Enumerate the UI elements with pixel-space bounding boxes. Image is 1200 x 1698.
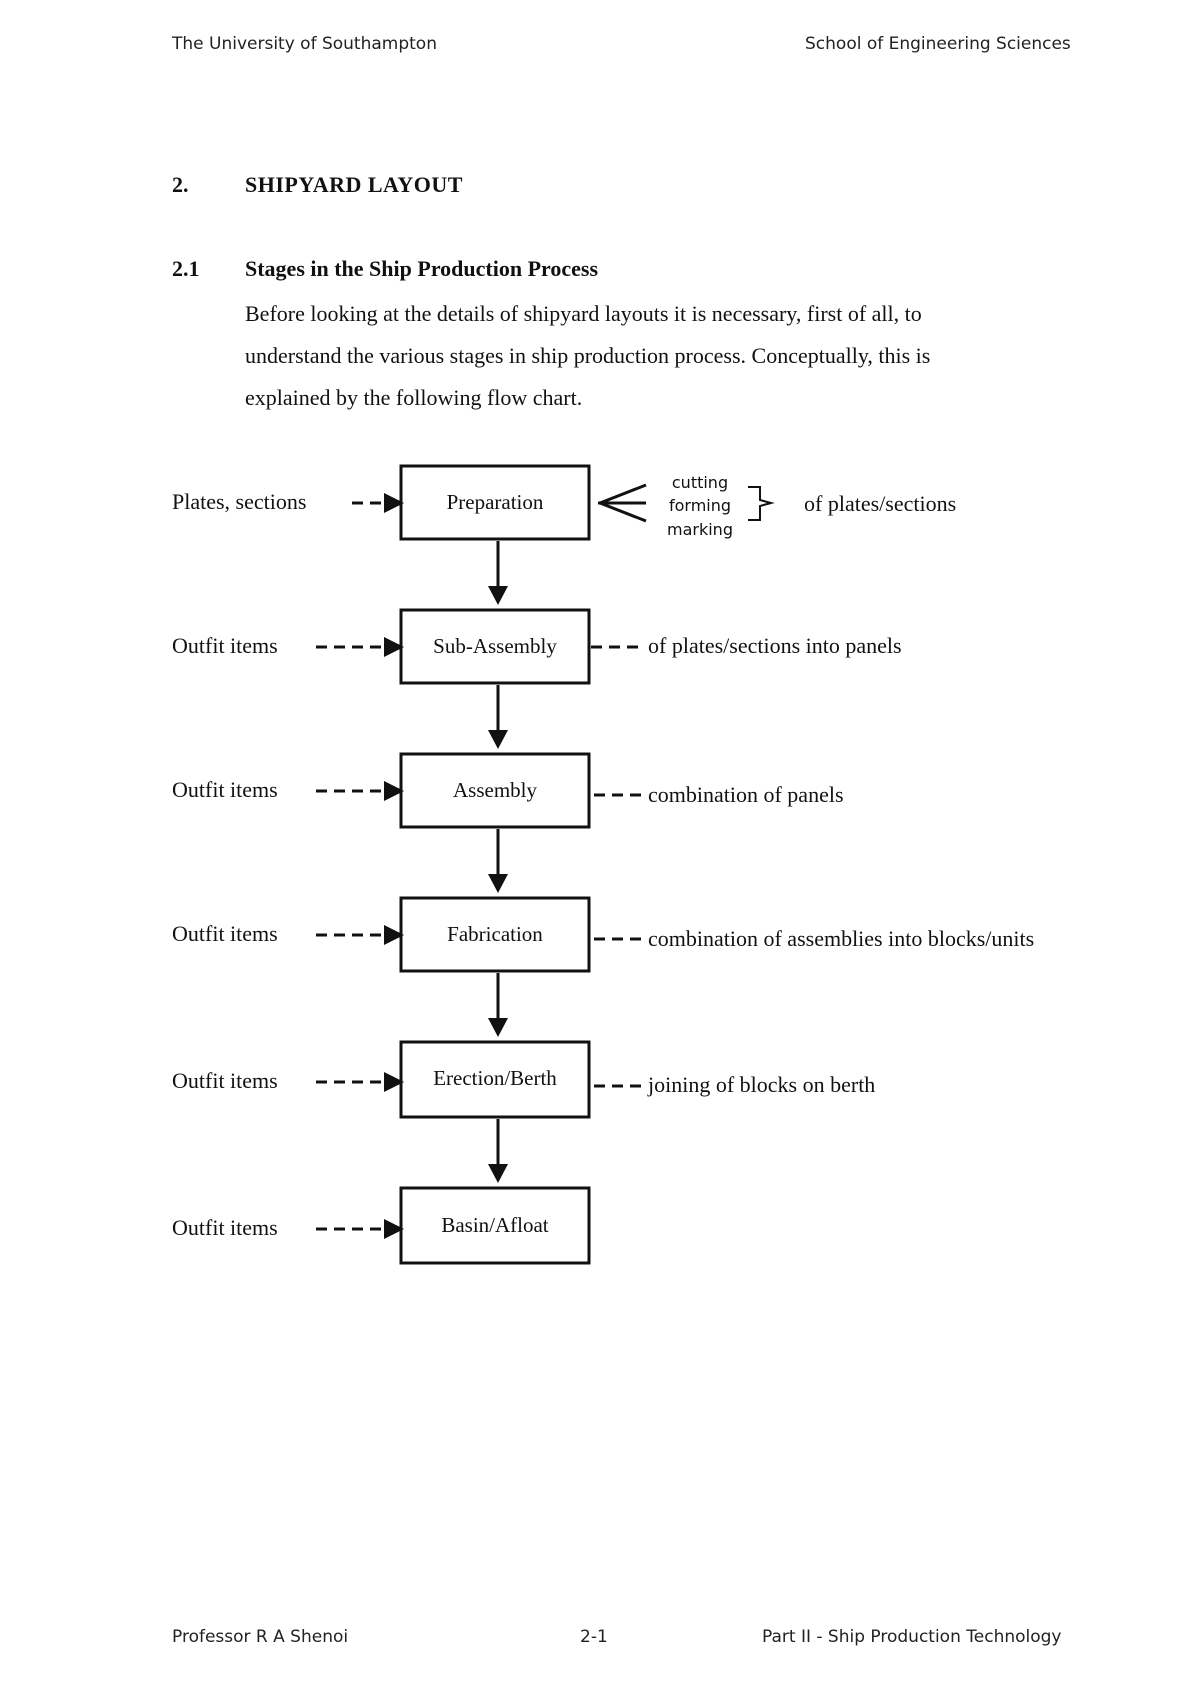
stage-basin-afloat: Basin/Afloat	[399, 1186, 591, 1265]
prep-ops-note: of plates/sections	[804, 491, 956, 516]
section-title: SHIPYARD LAYOUT	[245, 172, 463, 197]
prep-op-marking: marking	[667, 520, 733, 539]
input-arrowhead	[384, 1072, 404, 1092]
footer-course: Part II - Ship Production Technology	[762, 1627, 1062, 1647]
input-arrowheads	[384, 493, 404, 1239]
section-number: 2.	[172, 172, 189, 197]
stage-label: Erection/Berth	[433, 1066, 557, 1090]
input-label: Outfit items	[172, 1068, 278, 1093]
subsection-title: Stages in the Ship Production Process	[245, 256, 599, 281]
flow-arrowhead	[488, 730, 508, 749]
stage-label: Preparation	[447, 490, 544, 514]
header-university: The University of Southampton	[172, 34, 437, 54]
input-arrowhead	[384, 1219, 404, 1239]
stage-fabrication: Fabrication	[399, 896, 591, 973]
input-arrowhead	[384, 925, 404, 945]
stage-preparation: Preparation	[399, 464, 591, 541]
input-arrows	[316, 501, 392, 1231]
input-label: Outfit items	[172, 777, 278, 802]
prep-op-forming: forming	[669, 496, 731, 515]
brace-icon	[748, 486, 775, 521]
paragraph-line: Before looking at the details of shipyar…	[245, 301, 922, 326]
flow-arrowhead	[488, 1018, 508, 1037]
stage-note: joining of blocks on berth	[647, 1072, 875, 1097]
stage-erection-berth: Erection/Berth	[399, 1040, 591, 1119]
input-arrowhead	[384, 493, 404, 513]
subsection-number: 2.1	[172, 256, 200, 281]
flow-arrows	[488, 541, 508, 1183]
flow-arrowhead	[488, 1164, 508, 1183]
footer-page-number: 2-1	[580, 1627, 608, 1647]
stage-label: Assembly	[453, 778, 538, 802]
stage-label: Basin/Afloat	[441, 1213, 548, 1237]
flow-arrowhead	[488, 874, 508, 893]
intro-paragraph: Before looking at the details of shipyar…	[245, 293, 1035, 419]
note-dashes	[591, 645, 647, 1088]
paragraph-line: understand the various stages in ship pr…	[245, 343, 931, 368]
input-label: Outfit items	[172, 1215, 278, 1240]
footer-author: Professor R A Shenoi	[172, 1627, 349, 1647]
input-label: Plates, sections	[172, 489, 306, 514]
flow-arrowhead	[488, 586, 508, 605]
input-arrowhead	[384, 781, 404, 801]
preparation-fork-arrow	[598, 483, 647, 523]
stage-note: of plates/sections into panels	[648, 633, 902, 658]
stage-sub-assembly: Sub-Assembly	[399, 608, 591, 685]
stage-label: Fabrication	[447, 922, 543, 946]
stage-assembly: Assembly	[399, 752, 591, 829]
stage-note: combination of panels	[648, 782, 844, 807]
prep-op-cutting: cutting	[672, 473, 728, 492]
input-arrowhead	[384, 637, 404, 657]
paragraph-line: explained by the following flow chart.	[245, 385, 583, 410]
stage-note: combination of assemblies into blocks/un…	[648, 926, 1034, 951]
input-label: Outfit items	[172, 633, 278, 658]
stage-label: Sub-Assembly	[433, 634, 557, 658]
header-school: School of Engineering Sciences	[805, 34, 1071, 54]
input-label: Outfit items	[172, 921, 278, 946]
